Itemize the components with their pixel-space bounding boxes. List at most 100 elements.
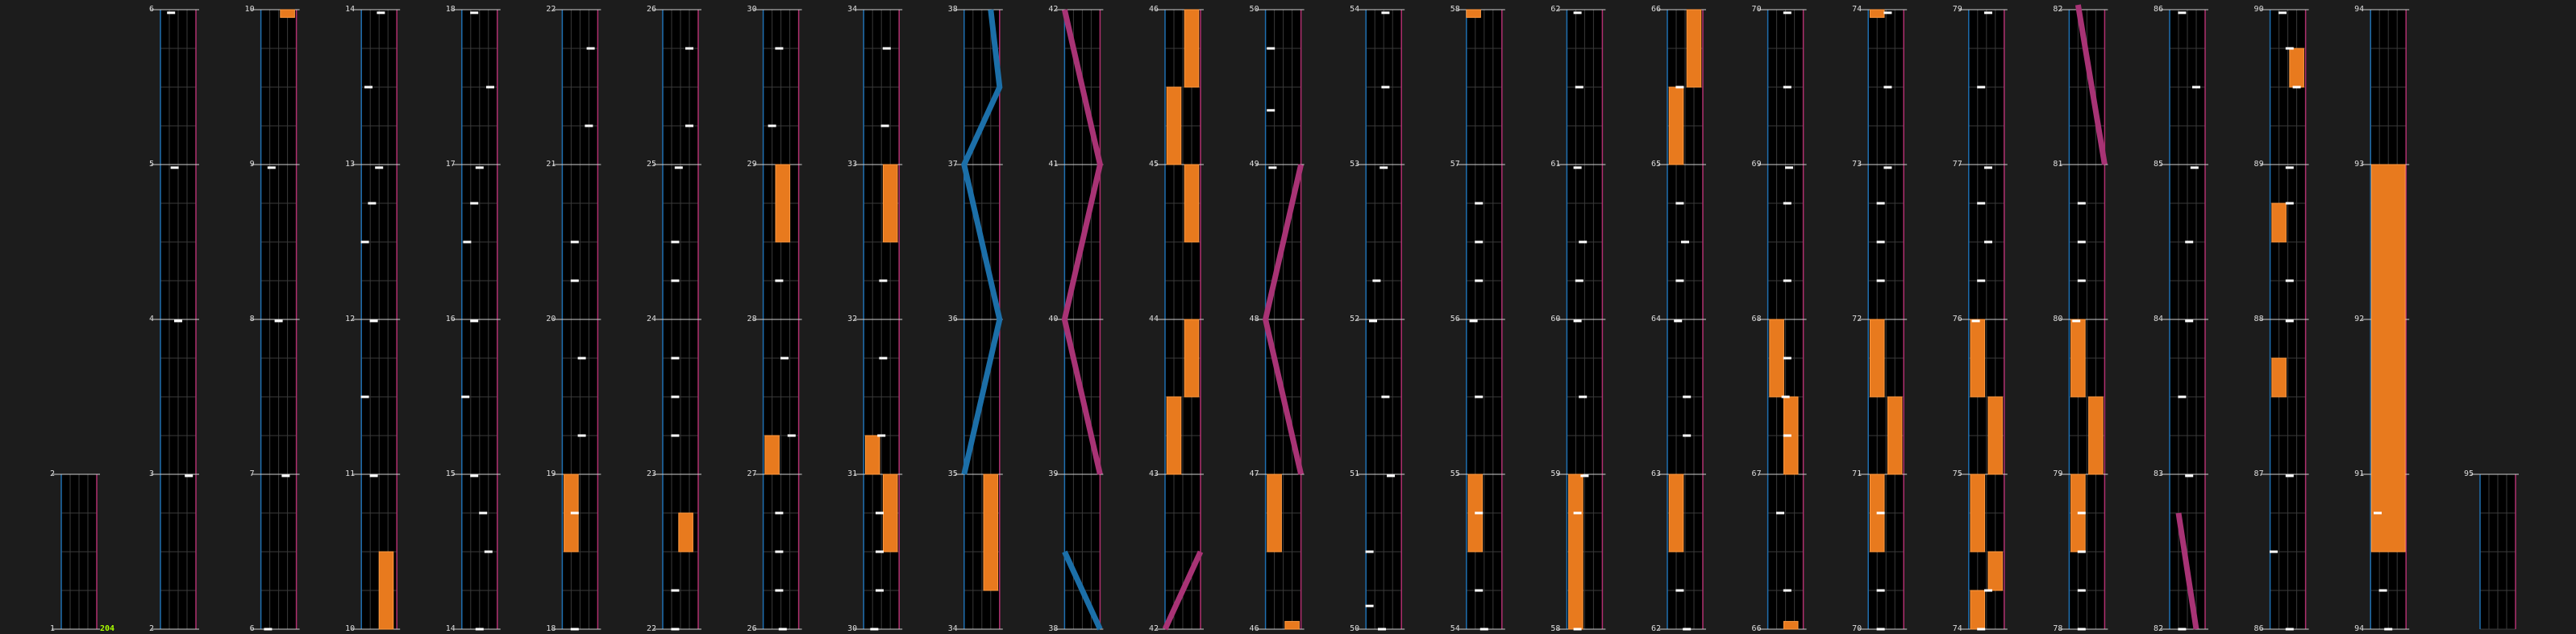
tap-note bbox=[1883, 166, 1892, 169]
measure-number: 78 bbox=[2053, 624, 2062, 633]
measure-number: 7 bbox=[250, 469, 255, 478]
measure-number: 82 bbox=[2053, 5, 2062, 14]
measure-number: 62 bbox=[1651, 624, 1661, 633]
measure-number: 92 bbox=[2354, 315, 2364, 323]
measure-number: 43 bbox=[1149, 469, 1159, 478]
measure-number: 46 bbox=[1149, 5, 1159, 14]
tap-note bbox=[1977, 279, 1986, 282]
measure-number: 25 bbox=[647, 160, 656, 169]
tap-note bbox=[775, 550, 784, 553]
hold-note bbox=[1184, 9, 1200, 88]
tap-note bbox=[1365, 550, 1374, 553]
tap-note bbox=[470, 202, 479, 205]
tap-note bbox=[1469, 319, 1478, 323]
measure-number: 46 bbox=[1250, 624, 1259, 633]
measure-number: 26 bbox=[647, 5, 656, 14]
tap-note bbox=[671, 434, 680, 437]
measure-number: 6 bbox=[250, 624, 255, 633]
hold-note bbox=[2070, 319, 2086, 398]
measure-number: 34 bbox=[948, 624, 958, 633]
hold-note bbox=[1686, 9, 1702, 88]
slide-path-pink bbox=[2175, 512, 2199, 630]
tap-note bbox=[775, 47, 784, 50]
hold-note bbox=[775, 164, 791, 243]
tap-note bbox=[1475, 202, 1484, 205]
tap-note bbox=[1783, 357, 1792, 360]
tap-note bbox=[586, 47, 595, 50]
tap-note bbox=[1984, 11, 1992, 15]
measure-number: 90 bbox=[2254, 5, 2264, 14]
tap-note bbox=[1267, 109, 1276, 112]
hold-note bbox=[1970, 473, 1986, 553]
measure-number: 15 bbox=[446, 469, 456, 478]
tap-note bbox=[1268, 166, 1277, 169]
measure-number: 64 bbox=[1651, 315, 1661, 323]
tap-note bbox=[1683, 395, 1692, 398]
measure-number: 42 bbox=[1048, 5, 1058, 14]
tap-note bbox=[1475, 279, 1484, 282]
measure-number: 45 bbox=[1149, 160, 1159, 169]
tap-note bbox=[360, 395, 369, 398]
measure-number: 12 bbox=[345, 315, 355, 323]
tap-note bbox=[1573, 628, 1582, 631]
tap-note bbox=[876, 589, 884, 592]
measure-number: 53 bbox=[1350, 160, 1359, 169]
tap-note bbox=[882, 47, 891, 50]
tap-note bbox=[877, 434, 886, 437]
measure-number: 80 bbox=[2053, 315, 2062, 323]
tap-note bbox=[570, 511, 579, 515]
tap-note bbox=[2285, 166, 2294, 169]
measure-number: 8 bbox=[250, 315, 255, 323]
tap-note bbox=[1977, 628, 1986, 631]
tap-note bbox=[1876, 511, 1885, 515]
measure-number: 10 bbox=[345, 624, 355, 633]
combo-counter: 204 bbox=[100, 624, 114, 633]
slide-path-pink bbox=[2075, 4, 2108, 165]
tap-note bbox=[1683, 434, 1692, 437]
measure-number: 76 bbox=[1953, 315, 1962, 323]
tap-note bbox=[1381, 86, 1390, 89]
measure-number: 55 bbox=[1450, 469, 1460, 478]
measure-number: 68 bbox=[1752, 315, 1762, 323]
tap-note bbox=[685, 124, 693, 127]
slide-path-pink bbox=[1061, 9, 1103, 475]
tap-note bbox=[1674, 319, 1683, 323]
tap-note bbox=[1883, 86, 1892, 89]
tap-note bbox=[174, 319, 182, 323]
tap-note bbox=[1575, 86, 1583, 89]
measure-number: 4 bbox=[149, 315, 154, 323]
measure-number: 13 bbox=[345, 160, 355, 169]
tap-note bbox=[484, 550, 493, 553]
hold-note bbox=[1769, 319, 1784, 398]
measure-number: 85 bbox=[2154, 160, 2163, 169]
tap-note bbox=[1267, 47, 1276, 50]
measure-number: 87 bbox=[2254, 469, 2264, 478]
tap-note bbox=[2077, 550, 2086, 553]
measure-number: 71 bbox=[1852, 469, 1862, 478]
tap-note bbox=[1783, 434, 1792, 437]
measure-number: 35 bbox=[948, 469, 958, 478]
tap-note bbox=[1372, 279, 1381, 282]
hold-note bbox=[378, 551, 394, 630]
tap-note bbox=[2285, 202, 2294, 205]
measure-number: 2 bbox=[149, 624, 154, 633]
measure-number: 66 bbox=[1752, 624, 1762, 633]
hold-note bbox=[882, 473, 898, 553]
measure-number: 42 bbox=[1149, 624, 1159, 633]
slide-path-pink bbox=[1162, 550, 1204, 631]
hold-note bbox=[1184, 319, 1200, 398]
hold-note bbox=[2271, 357, 2287, 398]
measure-number: 11 bbox=[345, 469, 355, 478]
lane-column-24: 95 bbox=[2464, 469, 2519, 630]
tap-note bbox=[1369, 319, 1377, 323]
tap-note bbox=[585, 124, 593, 127]
tap-note bbox=[2077, 240, 2086, 244]
measure-number: 74 bbox=[1852, 5, 1862, 14]
tap-note bbox=[1475, 589, 1484, 592]
measure-number: 47 bbox=[1250, 469, 1259, 478]
